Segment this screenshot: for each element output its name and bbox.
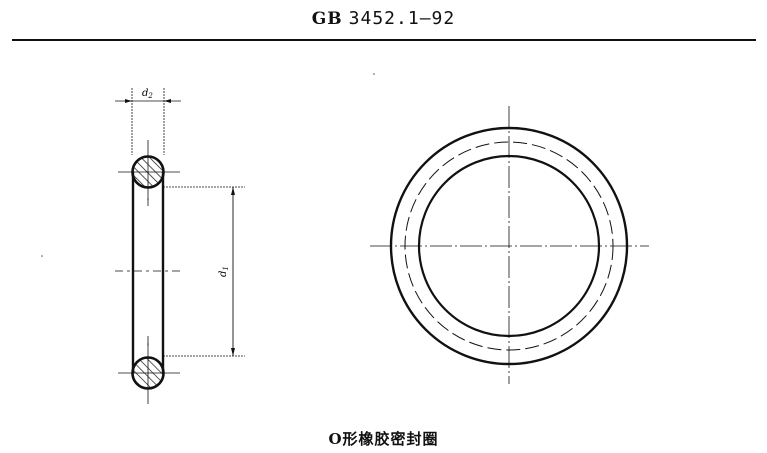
header-rule <box>12 39 756 41</box>
scan-speck <box>41 255 43 257</box>
figure-caption: O形橡胶密封圈 <box>328 430 439 448</box>
d2-label: d2 <box>142 88 153 100</box>
front-view <box>370 106 649 384</box>
d1-label: d1 <box>218 266 230 277</box>
scan-speck <box>373 73 375 75</box>
standard-prefix: GB <box>311 9 343 29</box>
d2-arrow-left-icon <box>125 99 132 103</box>
d1-arrow-top-icon <box>231 187 235 195</box>
side-view: d2 d1 <box>115 88 245 404</box>
standard-number: 3452.1—92 <box>348 8 456 29</box>
d1-arrow-bottom-icon <box>231 348 235 356</box>
d2-arrow-right-icon <box>164 99 171 103</box>
